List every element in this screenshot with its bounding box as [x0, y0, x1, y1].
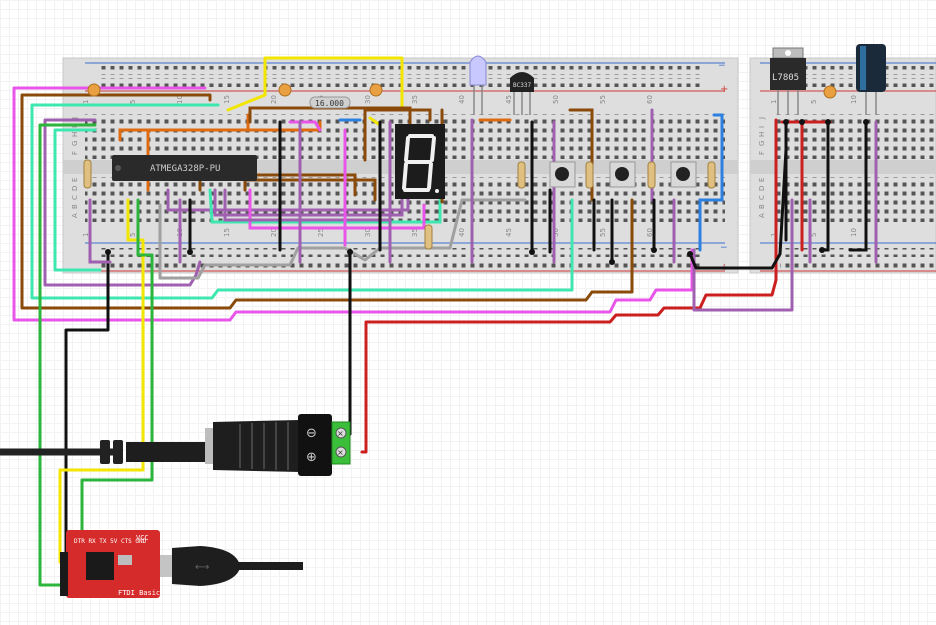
top-rail-plus: [100, 78, 700, 87]
rail-plus-label: +: [720, 84, 728, 95]
column-number: 45: [505, 228, 513, 237]
crystal-oscillator: 16.000: [309, 96, 351, 109]
row-letter: F: [71, 151, 79, 155]
column-number: 30: [364, 95, 372, 104]
column-number: 5: [129, 100, 137, 104]
row-letter: A: [71, 213, 79, 218]
row-letter: C: [758, 195, 766, 200]
chip-label: ATMEGA328P-PU: [150, 164, 220, 174]
column-number: 15: [223, 95, 231, 104]
row-letter: J: [71, 117, 79, 120]
column-number: 50: [552, 95, 560, 104]
led: [469, 55, 487, 115]
row-letter: D: [758, 186, 766, 191]
terminal-minus: ⊖: [306, 426, 317, 441]
column-number: 35: [411, 95, 419, 104]
column-number: 25: [317, 228, 325, 237]
top-rail-minus: [100, 66, 700, 75]
row-letter: B: [71, 204, 79, 209]
push-buttons: [549, 161, 697, 188]
column-number: 60: [646, 95, 654, 104]
column-number: 15: [223, 228, 231, 237]
usb-icon: ⟷: [195, 562, 209, 573]
column-number: 10: [850, 228, 858, 237]
ftdi-vcc-label: VCC: [136, 534, 149, 542]
column-number: 40: [458, 228, 466, 237]
column-number: 60: [646, 228, 654, 237]
row-letter: I: [71, 126, 79, 128]
column-number: 1: [770, 100, 778, 104]
column-number: 5: [129, 233, 137, 237]
column-number: 20: [270, 95, 278, 104]
row-letter: F: [758, 151, 766, 155]
column-number: 55: [599, 95, 607, 104]
row-letter: E: [71, 178, 79, 182]
row-letter: J: [758, 117, 766, 120]
bottom-rail-plus: [100, 260, 700, 269]
junctions: [105, 119, 869, 265]
column-number: 40: [458, 95, 466, 104]
rail-minus-label: −: [718, 61, 726, 71]
row-letter: A: [758, 213, 766, 218]
row-letter: D: [71, 186, 79, 191]
column-number: 45: [505, 95, 513, 104]
screw-icon: ×: [337, 429, 344, 438]
ftdi-pins-label: DTR RX TX 5V CTS GND: [74, 538, 147, 545]
column-number: 55: [599, 228, 607, 237]
terminal-plus: ⊕: [306, 450, 317, 465]
row-letter: B: [758, 204, 766, 209]
dc-barrel-jack: ⊖ ⊕ × ×: [0, 414, 351, 476]
transistor: BC337: [510, 72, 534, 115]
row-letter: G: [758, 141, 766, 146]
column-number: 1: [82, 233, 90, 237]
resistors: [83, 159, 716, 250]
column-number: 10: [176, 95, 184, 104]
column-numbers-right: 1 1 5 5 10 10: [770, 95, 858, 237]
rail-minus-label-bottom: −: [720, 243, 728, 253]
column-number: 1: [770, 233, 778, 237]
column-number: 5: [810, 233, 818, 237]
column-number: 30: [364, 228, 372, 237]
usb-cable: ⟷: [160, 546, 303, 586]
row-letter: H: [758, 132, 766, 137]
crystal-label: 16.000: [315, 99, 344, 108]
row-letter: G: [71, 141, 79, 146]
ftdi-board: DTR RX TX 5V CTS GND VCC FTDI Basic: [60, 530, 160, 598]
column-number: 1: [82, 100, 90, 104]
screw-icon: ×: [337, 448, 344, 457]
column-number: 10: [850, 95, 858, 104]
row-letter: C: [71, 195, 79, 200]
atmega328p-chip: ATMEGA328P-PU: [112, 155, 257, 181]
row-letter: H: [71, 132, 79, 137]
seven-segment-display: [395, 124, 445, 199]
row-letter: E: [758, 178, 766, 182]
voltage-regulator: L7805: [770, 47, 806, 115]
row-letter: I: [758, 126, 766, 128]
wires: [12, 56, 794, 587]
ftdi-label: FTDI Basic: [118, 589, 160, 597]
column-number: 35: [411, 228, 419, 237]
regulator-label: L7805: [772, 73, 799, 83]
electrolytic-capacitor: [856, 44, 886, 115]
column-number: 50: [552, 228, 560, 237]
transistor-label: BC337: [513, 82, 531, 89]
ceramic-capacitors: [87, 83, 837, 99]
column-numbers: 1155101015152020252530303535404045455050…: [82, 95, 654, 237]
bottom-rail-minus: [100, 248, 700, 257]
column-number: 5: [810, 100, 818, 104]
column-number: 20: [270, 228, 278, 237]
